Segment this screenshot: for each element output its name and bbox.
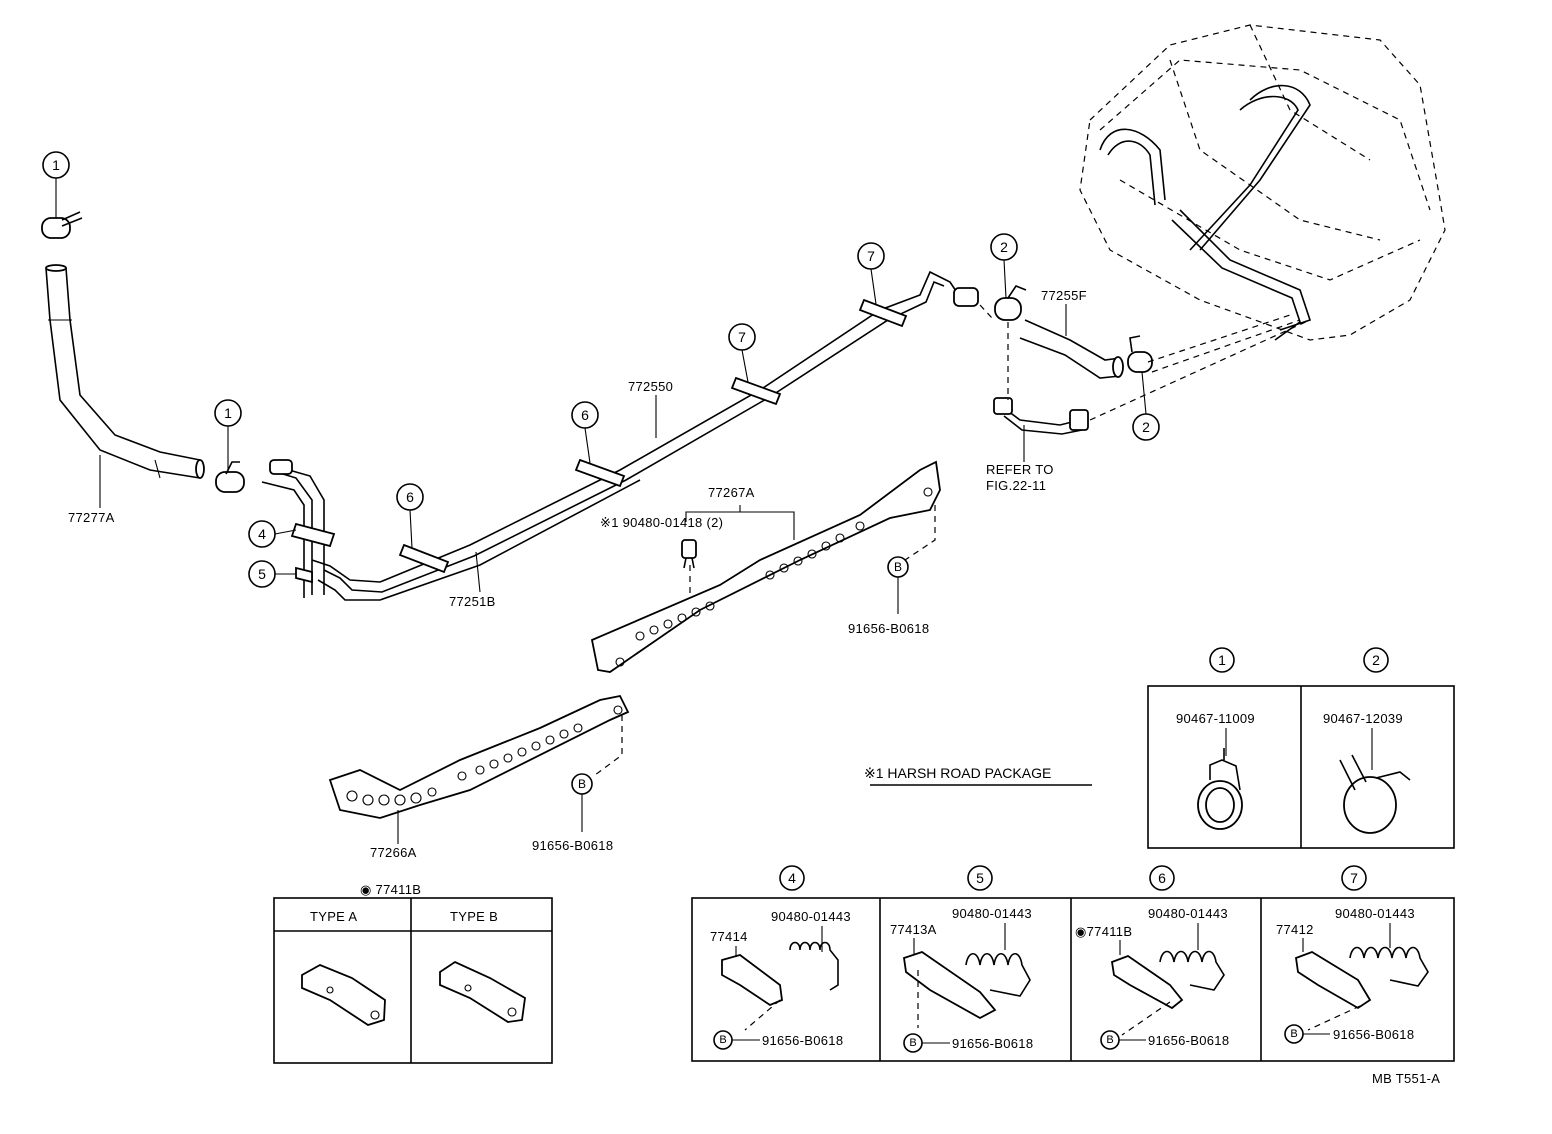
svg-text:77414: 77414	[710, 929, 748, 944]
callout-1-a: 1	[42, 151, 70, 179]
label-77267A: 77267A	[708, 485, 755, 500]
callout-5: 5	[248, 560, 276, 588]
filler-hose	[45, 264, 205, 479]
label-leaders	[99, 304, 1067, 844]
svg-text:6: 6	[581, 407, 589, 423]
svg-text:2: 2	[1142, 419, 1150, 435]
svg-text:91656-B0618: 91656-B0618	[1333, 1027, 1414, 1042]
svg-text:4: 4	[258, 526, 266, 542]
svg-text:91656-B0618: 91656-B0618	[1148, 1033, 1229, 1048]
fuel-pipe-lines	[261, 270, 979, 601]
svg-text:7: 7	[1350, 870, 1358, 886]
callouts-main: 1 1 2 2 4 5 6 6 7 7 B B	[42, 151, 1160, 832]
svg-text:2: 2	[1372, 652, 1380, 668]
hose-clamp-1-top	[41, 211, 83, 239]
callout-2-a: 2	[990, 233, 1018, 261]
label-77277A: 77277A	[68, 510, 115, 525]
rubber-hose-77255F	[994, 285, 1153, 379]
svg-text:90480-01443: 90480-01443	[952, 906, 1032, 921]
refer-hose	[993, 397, 1089, 435]
bracket-type-b-icon	[439, 960, 526, 1023]
svg-text:5: 5	[258, 566, 266, 582]
label-harsh-road: ※1 HARSH ROAD PACKAGE	[864, 765, 1051, 781]
label-91656-B0618-mid: 91656-B0618	[532, 838, 613, 853]
svg-text:90480-01443: 90480-01443	[771, 909, 851, 924]
svg-text:90480-01443: 90480-01443	[1335, 906, 1415, 921]
svg-text:90480-01443: 90480-01443	[1148, 906, 1228, 921]
callout-7-a: 7	[728, 323, 756, 351]
detail-4: 4 90480-01443 77414 B 91656-B0618	[710, 865, 851, 1050]
clamp-90467-11009-icon	[1197, 748, 1243, 830]
svg-text:1: 1	[52, 157, 60, 173]
label-91656-B0618-top: 91656-B0618	[848, 621, 929, 636]
svg-text:2: 2	[1000, 239, 1008, 255]
diagram-code: MB T551-A	[1372, 1071, 1440, 1086]
svg-text:91656-B0618: 91656-B0618	[762, 1033, 843, 1048]
svg-text:B: B	[578, 777, 586, 791]
svg-text:7: 7	[867, 248, 875, 264]
type-detail-box: ◉ 77411B TYPE A TYPE B	[273, 882, 553, 1064]
svg-text:77413A: 77413A	[890, 922, 937, 937]
svg-text:1: 1	[1218, 652, 1226, 668]
svg-text:B: B	[1106, 1034, 1113, 1046]
callout-6-a: 6	[396, 483, 424, 511]
detail-5: 5 90480-01443 77413A B 91656-B0618	[890, 865, 1033, 1053]
pipe-clamp-markers	[290, 298, 908, 584]
label-90467-11009: 90467-11009	[1176, 711, 1255, 726]
label-77255F: 77255F	[1041, 288, 1087, 303]
leader-dashes	[594, 304, 1311, 776]
svg-text:B: B	[894, 560, 902, 574]
callout-7-b: 7	[857, 242, 885, 270]
label-77266A: 77266A	[370, 845, 417, 860]
svg-text:5: 5	[976, 870, 984, 886]
clamp-90467-12039-icon	[1339, 754, 1411, 834]
callout-4: 4	[248, 520, 276, 548]
svg-text:1: 1	[224, 405, 232, 421]
callout-B-a: B	[887, 556, 909, 578]
label-772550: 772550	[628, 379, 673, 394]
bracket-detail-boxes: 4 90480-01443 77414 B 91656-B0618 5 9048…	[691, 865, 1455, 1062]
svg-text:91656-B0618: 91656-B0618	[952, 1036, 1033, 1051]
svg-text:6: 6	[1158, 870, 1166, 886]
svg-text:◉77411B: ◉77411B	[1075, 924, 1132, 939]
fuel-tank	[1079, 24, 1446, 341]
svg-text:B: B	[719, 1034, 726, 1046]
label-77411B-type: ◉ 77411B	[360, 882, 421, 897]
bracket-type-a-icon	[301, 964, 386, 1026]
label-77251B: 77251B	[449, 594, 496, 609]
label-fig-ref: FIG.22-11	[986, 478, 1046, 493]
label-type-b: TYPE B	[450, 909, 498, 924]
label-90480-01418: ※1 90480-01418 (2)	[600, 515, 723, 530]
callout-2-b: 2	[1132, 413, 1160, 441]
label-refer-to: REFER TO	[986, 462, 1054, 477]
hose-clamp-1-lower	[215, 461, 245, 493]
svg-text:6: 6	[406, 489, 414, 505]
pipe-protector-77266A	[328, 694, 630, 819]
svg-text:B: B	[909, 1037, 916, 1049]
detail-7: 7 90480-01443 77412 B 91656-B0618	[1276, 865, 1429, 1044]
svg-text:B: B	[1290, 1028, 1297, 1040]
svg-text:77412: 77412	[1276, 922, 1314, 937]
callout-1-b: 1	[214, 399, 242, 427]
clamp-detail-box: 1 2 90467-11009 90467-12039	[1147, 647, 1455, 849]
pipe-protector-77267A	[590, 460, 941, 673]
svg-text:4: 4	[788, 870, 796, 886]
callout-6-b: 6	[571, 401, 599, 429]
svg-text:7: 7	[738, 329, 746, 345]
main-labels: 77277A 77251B 772550 77255F REFER TO FIG…	[68, 288, 1440, 1086]
label-type-a: TYPE A	[310, 909, 357, 924]
detail-6: 6 90480-01443 ◉77411B B 91656-B0618	[1075, 865, 1229, 1050]
callout-B-b: B	[571, 773, 593, 795]
label-90467-12039: 90467-12039	[1323, 711, 1403, 726]
